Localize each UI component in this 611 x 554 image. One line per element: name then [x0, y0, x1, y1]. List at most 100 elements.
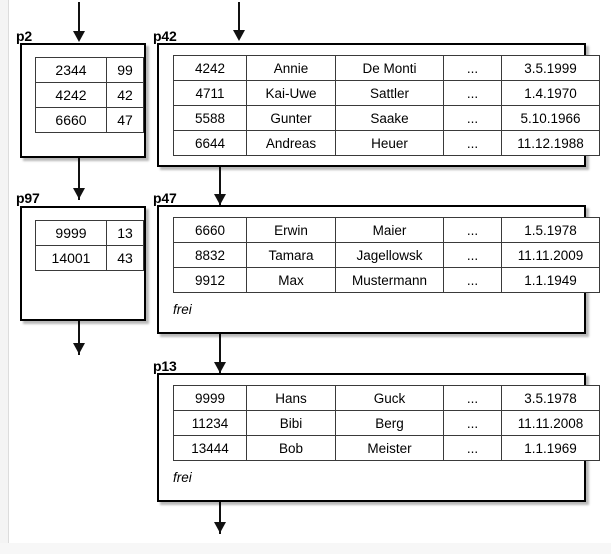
cell-id: 5588	[173, 105, 247, 131]
table-row[interactable]: 9999 13	[35, 220, 144, 246]
cell-last: Heuer	[335, 130, 444, 156]
table-row[interactable]: 9999 Hans Guck ... 3.5.1978	[173, 385, 600, 411]
cell-more: ...	[443, 410, 502, 436]
block-label-p47: p47	[153, 190, 177, 206]
cell-id: 4242	[173, 55, 247, 81]
cell-first: Hans	[246, 385, 336, 411]
cell-date: 11.11.2009	[501, 242, 600, 268]
cell-first: Andreas	[246, 130, 336, 156]
cell-more: ...	[443, 80, 502, 106]
cell-last: Berg	[335, 410, 444, 436]
cell-last: Mustermann	[335, 267, 444, 293]
block-label-p13: p13	[153, 358, 177, 374]
cell-last: Maier	[335, 217, 444, 243]
table-row[interactable]: 4711 Kai-Uwe Sattler ... 1.4.1970	[173, 80, 600, 106]
page-block-p97[interactable]: 9999 13 14001 43	[20, 206, 146, 321]
arrow-into-p2-line	[78, 2, 80, 32]
cell-key: 9999	[35, 220, 107, 246]
cell-more: ...	[443, 55, 502, 81]
table-row[interactable]: 2344 99	[35, 57, 144, 83]
cell-more: ...	[443, 267, 502, 293]
cell-id: 9999	[173, 385, 247, 411]
table-row[interactable]: 5588 Gunter Saake ... 5.10.1966	[173, 105, 600, 131]
cell-pointer: 42	[106, 82, 144, 108]
cell-id: 9912	[173, 267, 247, 293]
arrow-p42-to-p47-head	[214, 194, 226, 205]
cell-date: 3.5.1999	[501, 55, 600, 81]
cell-more: ...	[443, 105, 502, 131]
cell-more: ...	[443, 435, 502, 461]
cell-first: Max	[246, 267, 336, 293]
table-row[interactable]: 13444 Bob Meister ... 1.1.1969	[173, 435, 600, 461]
cell-last: Sattler	[335, 80, 444, 106]
table-row[interactable]: 4242 42	[35, 82, 144, 108]
arrow-p13-down-head	[214, 522, 226, 533]
cell-last: Meister	[335, 435, 444, 461]
cell-more: ...	[443, 242, 502, 268]
page-block-p47[interactable]: 6660 Erwin Maier ... 1.5.1978 8832 Tamar…	[157, 205, 600, 334]
page-margin-rule	[8, 0, 9, 554]
cell-key: 6660	[35, 107, 107, 133]
table-row[interactable]: 8832 Tamara Jagellowsk ... 11.11.2009	[173, 242, 600, 268]
cell-date: 11.12.1988	[501, 130, 600, 156]
cell-key: 2344	[35, 57, 107, 83]
cell-key: 4242	[35, 82, 107, 108]
page-block-p2[interactable]: 2344 99 4242 42 6660 47	[20, 43, 146, 158]
cell-last: Jagellowsk	[335, 242, 444, 268]
record-table-p97: 9999 13 14001 43	[35, 220, 144, 271]
table-row[interactable]: 11234 Bibi Berg ... 11.11.2008	[173, 410, 600, 436]
cell-first: Annie	[246, 55, 336, 81]
arrow-into-p42-head	[233, 30, 245, 41]
arrow-into-p2-head	[73, 31, 85, 42]
cell-pointer: 99	[106, 57, 144, 83]
cell-date: 1.4.1970	[501, 80, 600, 106]
page-block-p13[interactable]: 9999 Hans Guck ... 3.5.1978 11234 Bibi B…	[157, 373, 600, 502]
cell-key: 14001	[35, 245, 107, 271]
cell-first: Gunter	[246, 105, 336, 131]
cell-pointer: 47	[106, 107, 144, 133]
table-row[interactable]: 6660 47	[35, 107, 144, 133]
cell-pointer: 13	[106, 220, 144, 246]
cell-id: 4711	[173, 80, 247, 106]
table-row[interactable]: 6660 Erwin Maier ... 1.5.1978	[173, 217, 600, 243]
arrow-p97-down-head	[73, 343, 85, 354]
cell-more: ...	[443, 217, 502, 243]
page-left-margin	[0, 0, 8, 554]
cell-first: Erwin	[246, 217, 336, 243]
page-bottom-strip	[0, 543, 611, 554]
free-space-label-p13: frei	[173, 470, 192, 485]
cell-date: 5.10.1966	[501, 105, 600, 131]
cell-date: 1.1.1969	[501, 435, 600, 461]
cell-pointer: 43	[106, 245, 144, 271]
cell-first: Tamara	[246, 242, 336, 268]
arrow-p97-down-line	[78, 320, 80, 355]
cell-id: 6644	[173, 130, 247, 156]
cell-date: 1.5.1978	[501, 217, 600, 243]
cell-last: De Monti	[335, 55, 444, 81]
record-table-p47: 6660 Erwin Maier ... 1.5.1978 8832 Tamar…	[173, 217, 600, 293]
arrow-p42-to-p47-line	[219, 166, 221, 205]
table-row[interactable]: 9912 Max Mustermann ... 1.1.1949	[173, 267, 600, 293]
cell-id: 6660	[173, 217, 247, 243]
arrow-p13-down-line	[219, 497, 221, 534]
cell-first: Bibi	[246, 410, 336, 436]
page-block-p42[interactable]: 4242 Annie De Monti ... 3.5.1999 4711 Ka…	[157, 43, 600, 167]
arrow-p47-to-p13-head	[214, 362, 226, 373]
table-row[interactable]: 4242 Annie De Monti ... 3.5.1999	[173, 55, 600, 81]
record-table-p2: 2344 99 4242 42 6660 47	[35, 57, 144, 133]
table-row[interactable]: 14001 43	[35, 245, 144, 271]
cell-more: ...	[443, 130, 502, 156]
cell-id: 8832	[173, 242, 247, 268]
block-label-p42: p42	[153, 28, 177, 44]
cell-id: 13444	[173, 435, 247, 461]
table-row[interactable]: 6644 Andreas Heuer ... 11.12.1988	[173, 130, 600, 156]
record-table-p13: 9999 Hans Guck ... 3.5.1978 11234 Bibi B…	[173, 385, 600, 461]
arrow-p2-to-p97-head	[73, 188, 85, 199]
block-label-p97: p97	[16, 190, 40, 206]
free-space-label-p47: frei	[173, 302, 192, 317]
cell-more: ...	[443, 385, 502, 411]
cell-first: Bob	[246, 435, 336, 461]
cell-date: 1.1.1949	[501, 267, 600, 293]
block-label-p2: p2	[16, 28, 32, 44]
